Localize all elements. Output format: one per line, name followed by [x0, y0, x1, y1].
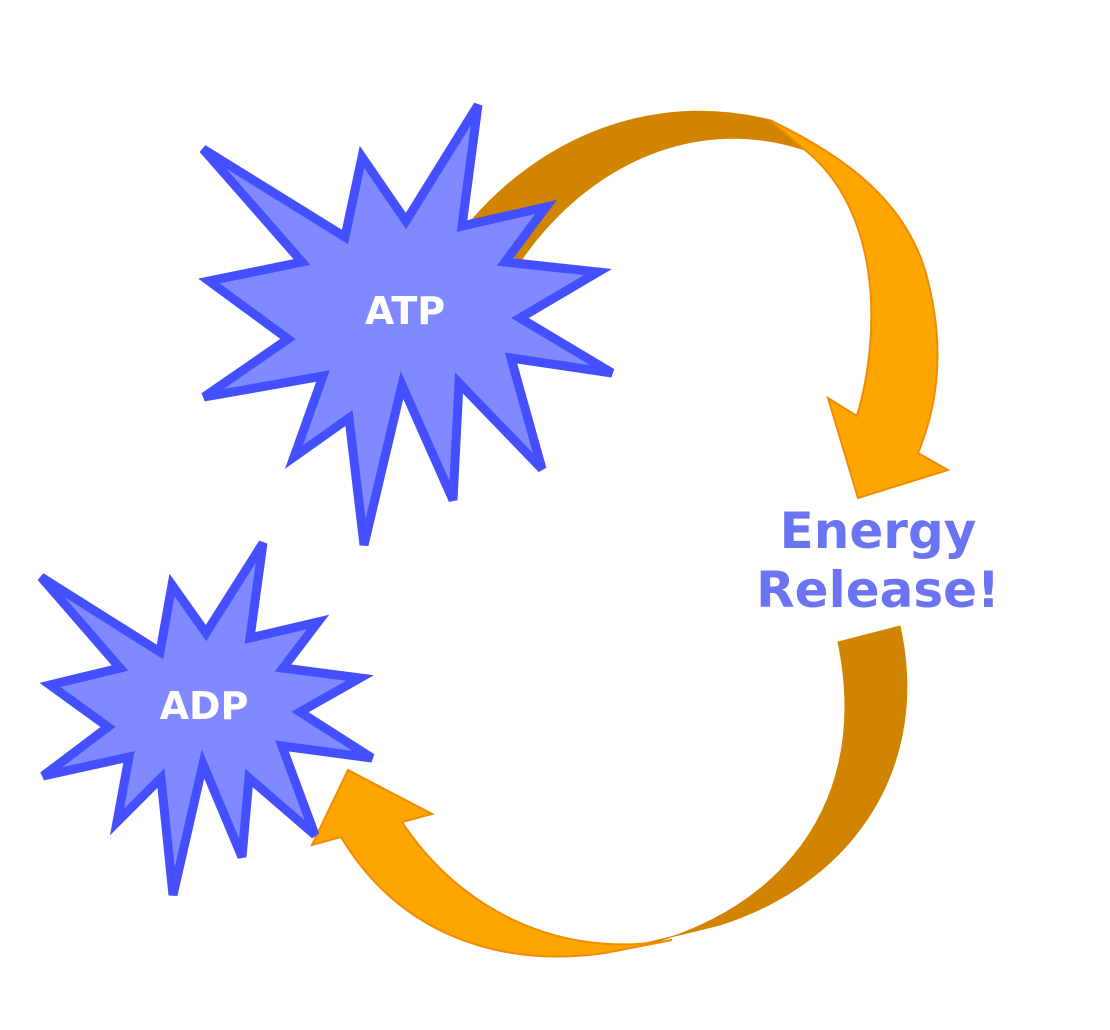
adp-label: ADP [160, 684, 249, 728]
upper-arrow-body [769, 119, 951, 500]
atp-starburst-shape [198, 102, 615, 547]
adp-burst: ADP [37, 540, 375, 897]
atp-label: ATP [365, 289, 445, 333]
lower-arrow-shadow [604, 625, 908, 954]
energy-release-line1: Energy [780, 502, 977, 560]
lower-curved-arrow [310, 625, 908, 958]
lower-arrow-body [310, 768, 673, 958]
energy-release-text: Energy Release! [756, 502, 1000, 619]
atp-burst: ATP [198, 102, 615, 547]
energy-release-line2: Release! [756, 561, 1000, 619]
adp-starburst-shape [37, 540, 375, 897]
